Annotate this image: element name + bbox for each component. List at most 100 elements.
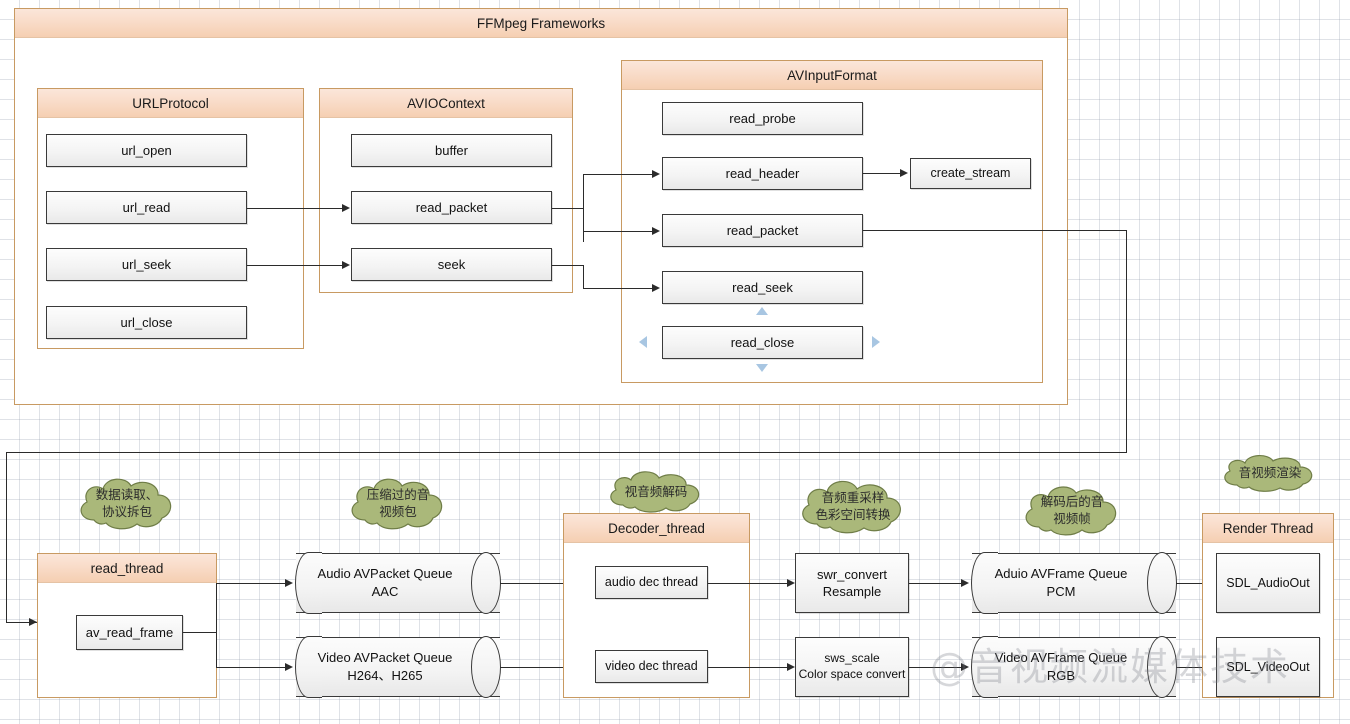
connector-avreadframe-out [183,632,216,633]
group-title-render-thread: Render Thread [1203,514,1333,543]
arrowhead-to-readheader [652,169,660,178]
arrowhead-to-readseek [652,283,660,292]
cloud-note-resample-colorspace: 音频重采样 色彩空间转换 [795,476,911,538]
node-read-header[interactable]: read_header [662,157,863,190]
connector-bus-to-readseek [583,288,653,289]
cylinder-left-cap [971,636,998,698]
node-url-open[interactable]: url_open [46,134,247,167]
cloud-note-data-read: 数据读取、 协议拆包 [74,474,180,534]
arrowhead-urlread-to-readpacket [342,203,350,212]
node-url-seek[interactable]: url_seek [46,248,247,281]
cylinder-body [296,553,500,613]
cylinder-body [972,553,1176,613]
connector-readpacket-long-h2 [6,452,1127,453]
node-create-stream[interactable]: create_stream [910,158,1031,189]
node-avio-seek[interactable]: seek [351,248,552,281]
node-read-probe[interactable]: read_probe [662,102,863,135]
queue-label: Video AVPacket Queue H264、H265 [317,649,453,683]
connector-audiodec-to-swrconvert [708,583,788,584]
node-read-close[interactable]: read_close [662,326,863,359]
connector-bus-vertical-upper [583,174,584,242]
cylinder-right-cap [471,636,501,698]
arrowhead-to-swr-convert [787,578,795,587]
cylinder-left-cap [295,636,322,698]
resize-handle-left-icon[interactable] [639,336,647,348]
connector-readpacket-long-v1 [1126,230,1127,453]
node-sdl-audio-out[interactable]: SDL_AudioOut [1216,553,1320,613]
connector-readpacket-long-h3 [6,622,37,623]
node-swr-convert[interactable]: swr_convert Resample [795,553,909,613]
connector-avioseek-out [552,265,583,266]
resize-handle-bottom-icon[interactable] [756,364,768,372]
node-avio-read-packet[interactable]: read_packet [351,191,552,224]
connector-urlseek-to-seek [247,265,343,266]
cloud-note-label: 音频重采样 色彩空间转换 [815,491,891,522]
cloud-note-label: 压缩过的音 视频包 [366,488,430,519]
cylinder-body [972,637,1176,697]
resize-handle-top-icon[interactable] [756,307,768,315]
arrowhead-to-sws-scale [787,662,795,671]
node-url-close[interactable]: url_close [46,306,247,339]
connector-readpacket-long-h1 [863,230,1127,231]
connector-readpacket-long-v2 [6,452,7,622]
resize-handle-right-icon[interactable] [872,336,880,348]
connector-swsscale-to-videoframeq [909,667,962,668]
connector-videoframeq-to-sdlvideoout [1176,667,1212,668]
cloud-note-av-decode: 视音频解码 [604,468,708,516]
cloud-note-label: 视音频解码 [624,484,688,499]
arrowhead-to-video-packet-queue [285,662,293,671]
queue-video-avframe[interactable]: Video AVFrame Queue RGB [971,636,1177,698]
cloud-note-compressed-packets: 压缩过的音 视频包 [345,474,451,534]
cloud-note-label: 解码后的音 视频帧 [1040,495,1104,526]
arrowhead-into-readthread [29,617,37,626]
connector-videodec-to-swsscale [708,667,788,668]
queue-label: Aduio AVFrame Queue PCM [994,565,1128,599]
arrowhead-to-video-frame-queue [961,662,969,671]
cylinder-left-cap [295,552,322,614]
queue-audio-avpacket[interactable]: Audio AVPacket Queue AAC [295,552,501,614]
cloud-note-label: 音视频渲染 [1238,465,1302,480]
cloud-shape-icon [1224,455,1313,492]
group-title-urlprotocol: URLProtocol [38,89,303,118]
cloud-shape-icon [1025,486,1117,536]
node-av-read-frame[interactable]: av_read_frame [76,615,183,650]
cloud-shape-icon [351,478,443,530]
connector-avioreadpacket-out [552,208,583,209]
node-buffer[interactable]: buffer [351,134,552,167]
queue-video-avpacket[interactable]: Video AVPacket Queue H264、H265 [295,636,501,698]
connector-readheader-to-createstream [863,173,901,174]
connector-readthread-to-audioq [216,583,286,584]
queue-label: Audio AVPacket Queue AAC [317,565,453,599]
connector-audioq-to-audiodec [500,583,595,584]
cloud-note-label: 数据读取、 协议拆包 [95,488,159,519]
node-sdl-video-out[interactable]: SDL_VideoOut [1216,637,1320,697]
connector-bus-to-readheader [583,174,653,175]
node-sws-scale[interactable]: sws_scale Color space convert [795,637,909,697]
cloud-note-decoded-frames: 解码后的音 视频帧 [1019,482,1125,540]
cloud-note-av-render: 音视频渲染 [1218,452,1322,494]
connector-readthread-to-videoq [216,667,286,668]
group-title-read-thread: read_thread [38,554,216,583]
cloud-shape-icon [610,471,700,513]
node-avif-read-packet[interactable]: read_packet [662,214,863,247]
node-url-read[interactable]: url_read [46,191,247,224]
arrowhead-to-avifreadpacket [652,226,660,235]
cylinder-left-cap [971,552,998,614]
node-video-dec-thread[interactable]: video dec thread [595,650,708,683]
group-title-avinputformat: AVInputFormat [622,61,1042,90]
node-read-seek[interactable]: read_seek [662,271,863,304]
group-title-decoder-thread: Decoder_thread [564,514,749,543]
node-audio-dec-thread[interactable]: audio dec thread [595,566,708,599]
queue-label: Video AVFrame Queue RGB [994,649,1128,683]
group-title-aviocontext: AVIOContext [320,89,572,118]
connector-bus-to-avifreadpacket [583,231,653,232]
arrowhead-to-audio-packet-queue [285,578,293,587]
cloud-shape-icon [802,480,901,534]
arrowhead-urlseek-to-seek [342,260,350,269]
cylinder-right-cap [1147,636,1177,698]
queue-audio-avframe[interactable]: Aduio AVFrame Queue PCM [971,552,1177,614]
arrowhead-to-audio-frame-queue [961,578,969,587]
cylinder-body [296,637,500,697]
cylinder-right-cap [1147,552,1177,614]
